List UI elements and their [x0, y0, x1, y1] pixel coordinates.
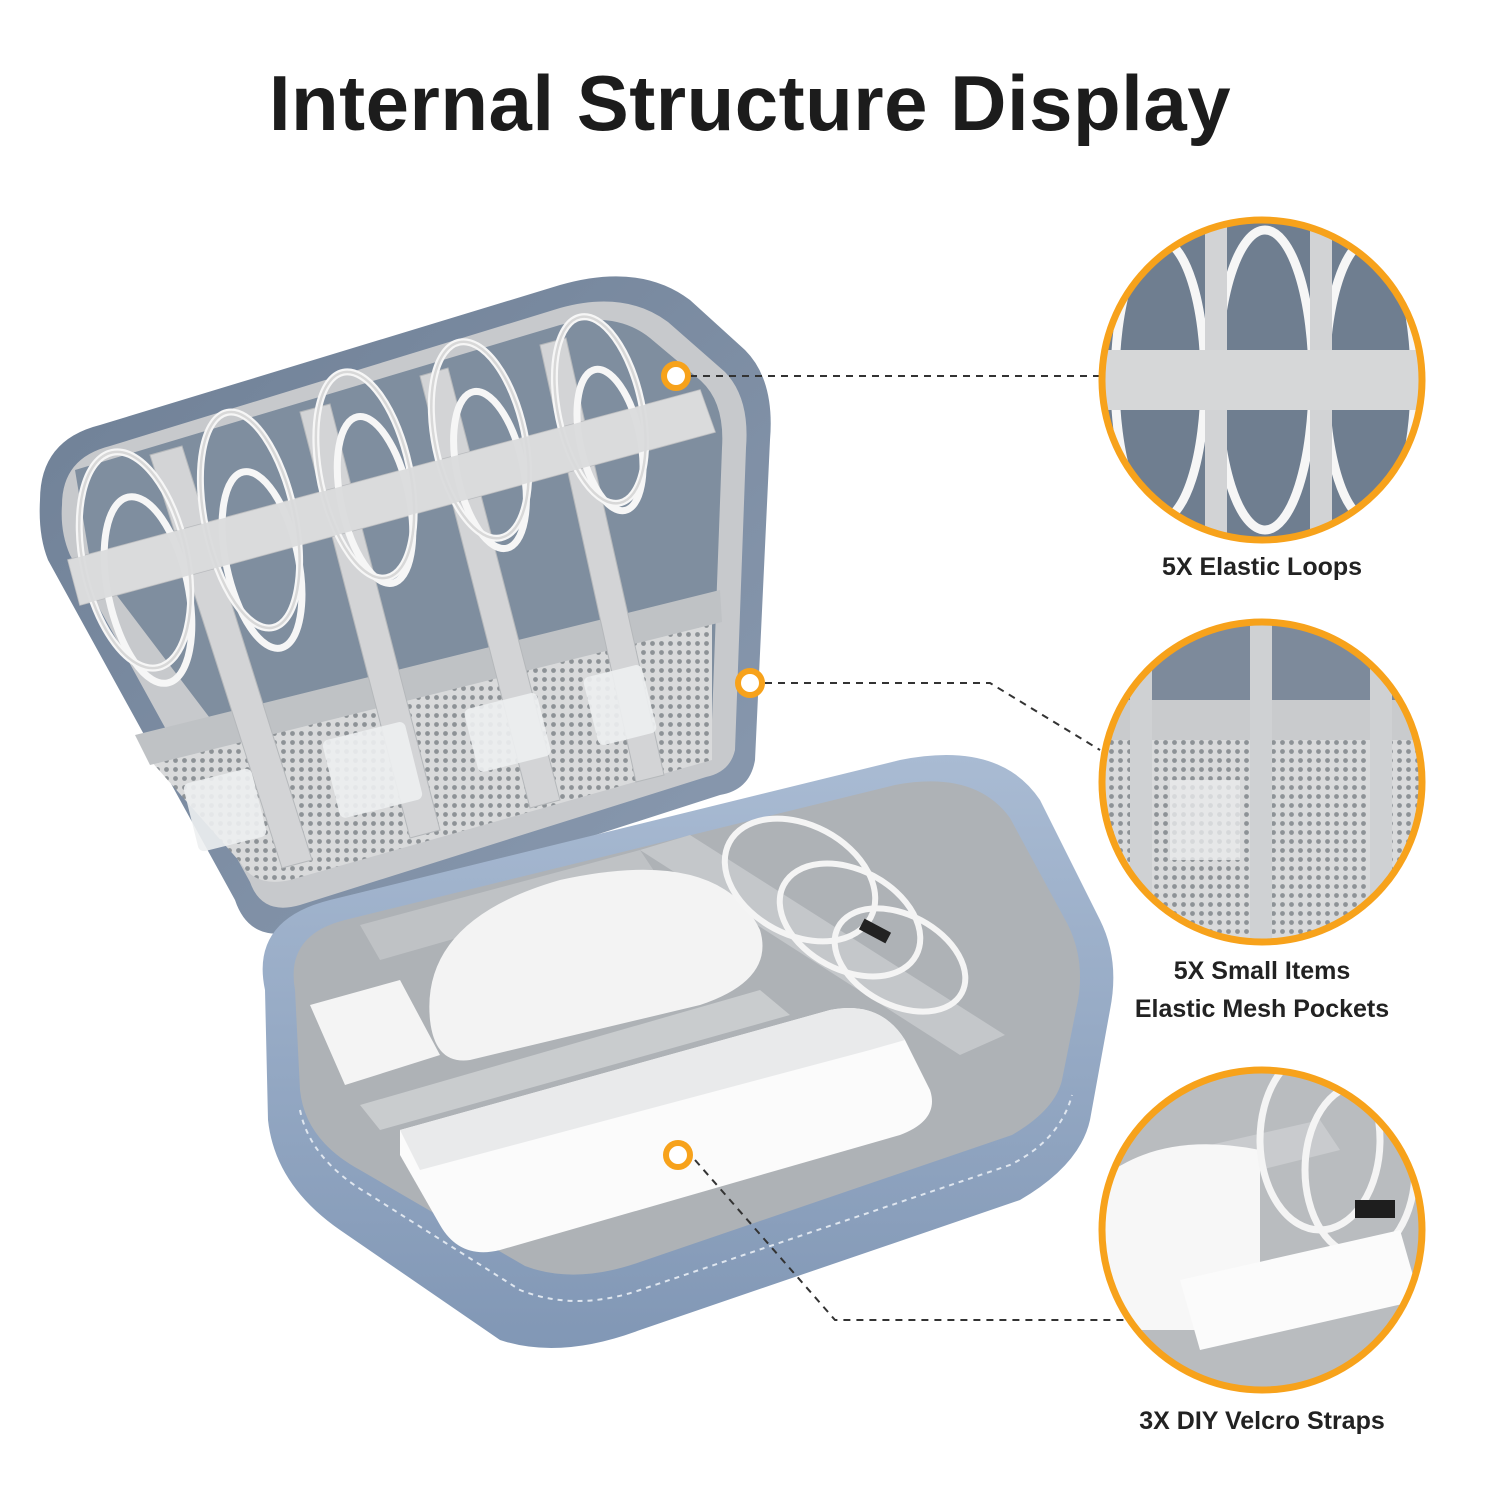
feature-label-velcro-straps: 3X DIY Velcro Straps	[1052, 1402, 1472, 1440]
marker-mesh-pockets	[735, 668, 765, 698]
feature-label-mesh-pockets: 5X Small Items Elastic Mesh Pockets	[1052, 952, 1472, 1028]
feature-label-elastic-loops: 5X Elastic Loops	[1052, 548, 1472, 586]
callout-leaders	[690, 375, 1125, 1321]
feature-text: Elastic Mesh Pockets	[1134, 995, 1390, 1023]
feature-text: 5X Small Items	[1173, 957, 1351, 985]
zoom-circle-velcro-straps	[1098, 1066, 1426, 1394]
callout-markers	[661, 361, 765, 1170]
feature-text: 3X DIY Velcro Straps	[1139, 1407, 1385, 1435]
zoom-circle-elastic-loops	[1098, 216, 1426, 544]
case-base	[262, 755, 1114, 1348]
marker-elastic-loops	[661, 361, 691, 391]
zoom-circle-mesh-pockets	[1098, 618, 1426, 946]
marker-velcro-straps	[663, 1140, 693, 1170]
page-title: Internal Structure Display	[268, 59, 1232, 147]
case-lid	[39, 276, 771, 934]
feature-text: 5X Elastic Loops	[1161, 553, 1363, 581]
